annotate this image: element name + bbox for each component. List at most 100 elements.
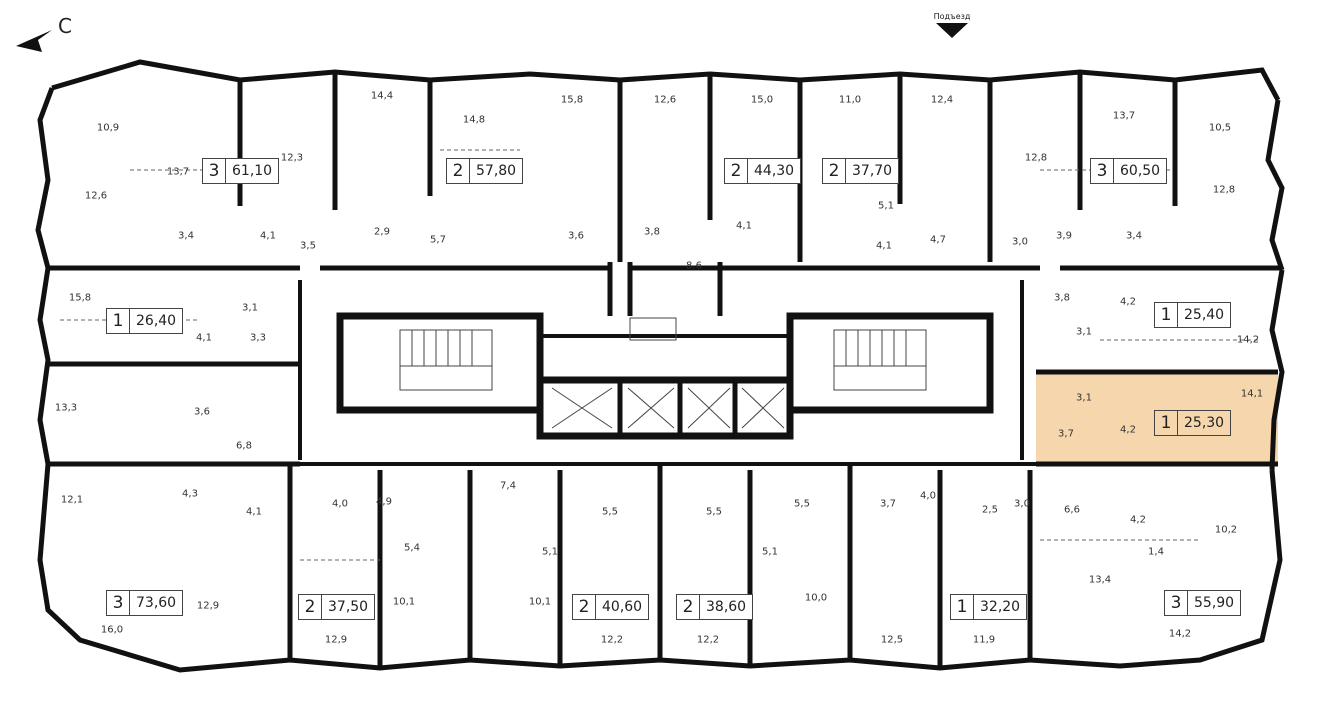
room-area: 3,0 xyxy=(1014,498,1030,510)
room-area: 12,6 xyxy=(653,94,677,106)
room-area: 10,1 xyxy=(392,596,416,608)
room-area: 10,0 xyxy=(804,592,828,604)
room-area: 3,5 xyxy=(300,240,316,252)
room-area: 12,8 xyxy=(1212,184,1236,196)
room-area: 4,1 xyxy=(246,506,262,518)
room-area: 10,9 xyxy=(96,122,120,134)
room-area: 5,5 xyxy=(602,506,618,518)
room-area: 3,4 xyxy=(178,230,194,242)
room-area: 7,4 xyxy=(500,480,516,492)
entrance-arrow-icon xyxy=(936,23,968,38)
room-area: 5,5 xyxy=(706,506,722,518)
north-arrow: С xyxy=(12,14,72,58)
room-area: 4,1 xyxy=(196,332,212,344)
room-area: 13,3 xyxy=(54,402,78,414)
room-area: 3,8 xyxy=(1054,292,1070,304)
room-area: 14,2 xyxy=(1168,628,1192,640)
room-area: 5,1 xyxy=(878,200,894,212)
room-area: 10,2 xyxy=(1214,524,1238,536)
room-area: 12,9 xyxy=(196,600,220,612)
room-area: 4,2 xyxy=(1120,424,1136,436)
room-area: 12,2 xyxy=(600,634,624,646)
room-area: 3,3 xyxy=(250,332,266,344)
room-area: 4,2 xyxy=(1120,296,1136,308)
room-area: 1,4 xyxy=(1148,546,1164,558)
room-area: 4,7 xyxy=(930,234,946,246)
room-area: 3,7 xyxy=(1058,428,1074,440)
room-area: 3,6 xyxy=(194,406,210,418)
room-area: 14,1 xyxy=(1240,388,1264,400)
room-area: 3,1 xyxy=(1076,326,1092,338)
entrance-label: Подъезд xyxy=(933,12,971,21)
room-area: 5,1 xyxy=(762,546,778,558)
stairs xyxy=(399,317,927,429)
room-area: 4,1 xyxy=(736,220,752,232)
room-area: 15,0 xyxy=(750,94,774,106)
room-area: 5,5 xyxy=(794,498,810,510)
room-area: 10,5 xyxy=(1208,122,1232,134)
room-area: 14,2 xyxy=(1236,334,1260,346)
room-area: 10,1 xyxy=(528,596,552,608)
room-area: 14,4 xyxy=(370,90,394,102)
room-area: 4,1 xyxy=(876,240,892,252)
room-area: 13,7 xyxy=(166,166,190,178)
room-area: 12,6 xyxy=(84,190,108,202)
room-area: 3,7 xyxy=(880,498,896,510)
room-area: 6,6 xyxy=(1064,504,1080,516)
room-area: 11,0 xyxy=(838,94,862,106)
room-area: 4,0 xyxy=(332,498,348,510)
room-area: 3,8 xyxy=(644,226,660,238)
room-area: 12,8 xyxy=(1024,152,1048,164)
room-area: 16,0 xyxy=(100,624,124,636)
room-area: 4,9 xyxy=(376,496,392,508)
room-area: 3,6 xyxy=(568,230,584,242)
room-area: 15,8 xyxy=(560,94,584,106)
room-area: 5,1 xyxy=(542,546,558,558)
room-area: 12,3 xyxy=(280,152,304,164)
room-area: 14,8 xyxy=(462,114,486,126)
room-area: 6,8 xyxy=(236,440,252,452)
room-area: 3,1 xyxy=(242,302,258,314)
room-area: 12,5 xyxy=(880,634,904,646)
room-area: 4,1 xyxy=(260,230,276,242)
room-area: 12,9 xyxy=(324,634,348,646)
room-area: 3,1 xyxy=(1076,392,1092,404)
room-area: 3,4 xyxy=(1126,230,1142,242)
room-area: 4,2 xyxy=(1130,514,1146,526)
room-area: 2,9 xyxy=(374,226,390,238)
room-area: 3,0 xyxy=(1012,236,1028,248)
room-area: 12,4 xyxy=(930,94,954,106)
room-area: 12,2 xyxy=(696,634,720,646)
north-label: С xyxy=(58,14,72,38)
room-area: 5,4 xyxy=(404,542,420,554)
room-area: 5,7 xyxy=(430,234,446,246)
room-area: 2,5 xyxy=(982,504,998,516)
room-area: 4,3 xyxy=(182,488,198,500)
entrance-marker: Подъезд xyxy=(922,12,982,38)
north-arrow-icon xyxy=(16,30,52,52)
room-area: 15,8 xyxy=(68,292,92,304)
room-area: 11,9 xyxy=(972,634,996,646)
room-area: 13,7 xyxy=(1112,110,1136,122)
room-area: 8,6 xyxy=(686,260,702,272)
room-area: 13,4 xyxy=(1088,574,1112,586)
room-area: 12,1 xyxy=(60,494,84,506)
room-area: 4,0 xyxy=(920,490,936,502)
walls xyxy=(35,59,1285,673)
room-area: 3,9 xyxy=(1056,230,1072,242)
